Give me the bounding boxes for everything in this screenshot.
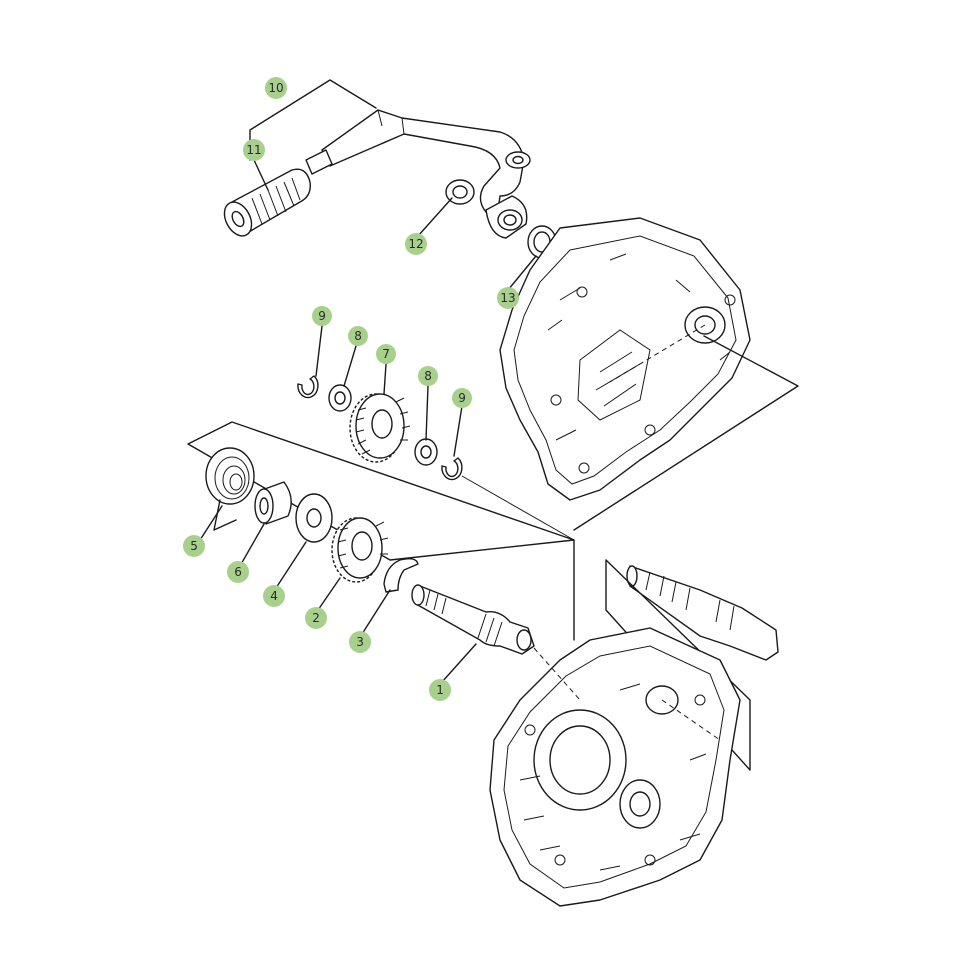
- kick-gear-2: [331, 517, 389, 583]
- callout-2: 2: [305, 607, 327, 629]
- callout-8-left: 8: [348, 326, 368, 346]
- idler-gear-7: [349, 393, 411, 463]
- kick-lever-assembly: [223, 79, 557, 259]
- callout-11: 11: [243, 139, 265, 161]
- leader-lines: [199, 159, 537, 683]
- kick-shaft-group: [205, 447, 535, 655]
- svg-text:13: 13: [500, 291, 515, 305]
- svg-text:6: 6: [234, 565, 242, 579]
- svg-text:8: 8: [424, 369, 432, 383]
- svg-text:10: 10: [268, 81, 283, 95]
- svg-text:3: 3: [356, 635, 364, 649]
- callout-3: 3: [349, 631, 371, 653]
- svg-text:7: 7: [382, 347, 390, 361]
- kick-spring-5: [205, 447, 255, 531]
- svg-text:9: 9: [458, 391, 466, 405]
- kick-clip-3: [383, 557, 419, 593]
- svg-text:1: 1: [436, 683, 444, 697]
- svg-text:8: 8: [354, 329, 362, 343]
- svg-text:4: 4: [270, 589, 278, 603]
- kick-lever-arm: [321, 109, 525, 213]
- callout-6: 6: [227, 561, 249, 583]
- callout-7: 7: [376, 344, 396, 364]
- callout-4: 4: [263, 585, 285, 607]
- kick-shaft-1: [411, 584, 535, 655]
- crankcase-lower: [489, 627, 741, 907]
- callout-12: 12: [405, 233, 427, 255]
- assembly-frame-upper: [573, 335, 799, 531]
- washer-4: [295, 493, 333, 543]
- lever-nut: [445, 179, 475, 205]
- callout-1: 1: [429, 679, 451, 701]
- svg-text:12: 12: [408, 237, 423, 251]
- callout-9-left: 9: [312, 306, 332, 326]
- callout-10: 10: [265, 77, 287, 99]
- callout-8-right: 8: [418, 366, 438, 386]
- svg-text:5: 5: [190, 539, 198, 553]
- callout-5: 5: [183, 535, 205, 557]
- circlip-9-left: [297, 375, 319, 399]
- callout-13: 13: [497, 287, 519, 309]
- kick-rubber-grip: [223, 168, 311, 237]
- callout-9-right: 9: [452, 388, 472, 408]
- svg-text:11: 11: [246, 143, 261, 157]
- idler-gear-group: [297, 375, 575, 541]
- collar-6: [254, 481, 292, 525]
- svg-text:2: 2: [312, 611, 320, 625]
- callouts: 10 11 12 13 9 8 7 8 9 5 6: [183, 77, 519, 701]
- svg-text:9: 9: [318, 309, 326, 323]
- crankcase-cover: [499, 217, 751, 501]
- assembly-frame-lower: [187, 421, 575, 641]
- circlip-9-right: [441, 457, 463, 481]
